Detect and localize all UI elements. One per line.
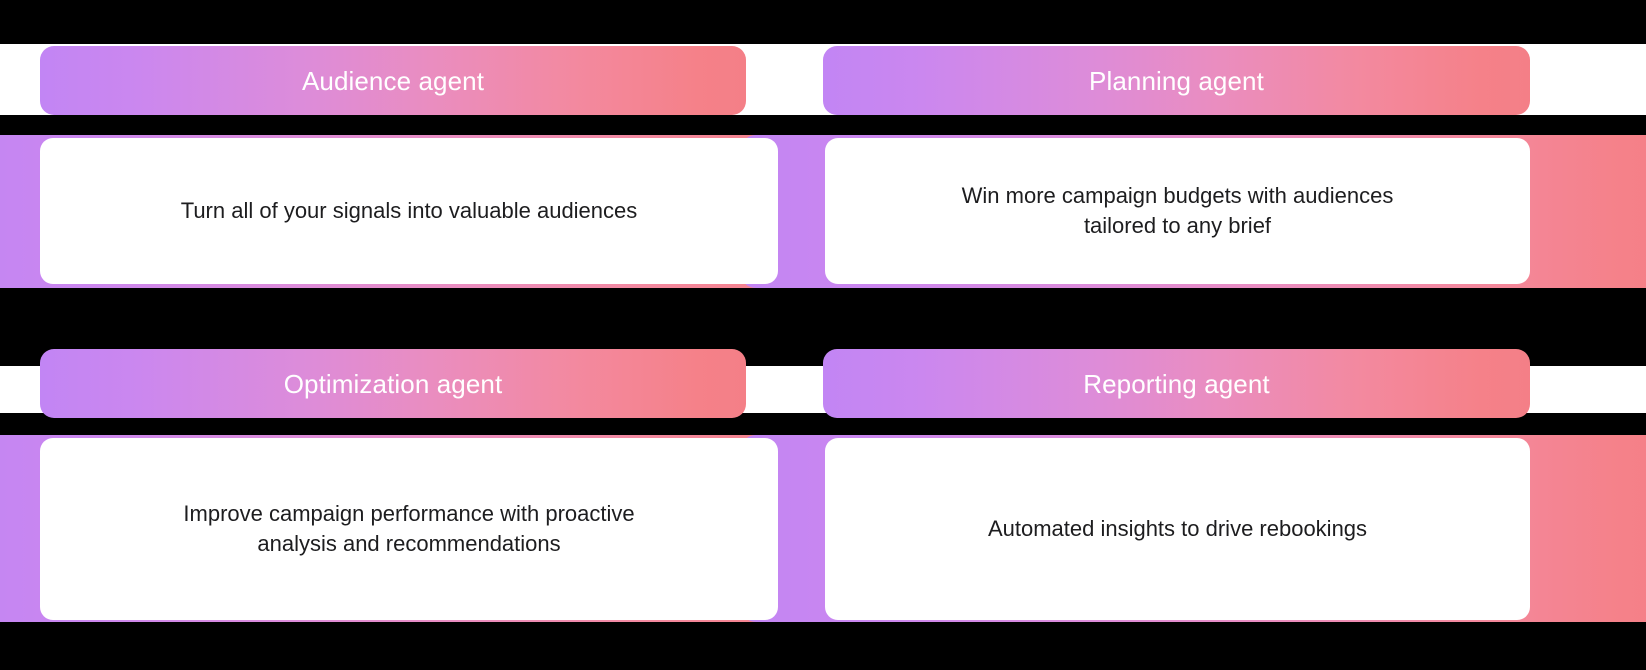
agent-description-reporting: Automated insights to drive rebookings xyxy=(987,516,1368,542)
agent-card-planning[interactable]: Win more campaign budgets with audiences… xyxy=(825,138,1530,284)
agent-header-audience[interactable]: Audience agent xyxy=(40,46,746,115)
agent-card-optimization[interactable]: Improve campaign performance with proact… xyxy=(40,438,778,620)
agent-title-optimization: Optimization agent xyxy=(283,368,503,399)
agent-header-planning[interactable]: Planning agent xyxy=(823,46,1530,115)
agent-description-optimization: Improve campaign performance with proact… xyxy=(183,501,635,556)
agent-card-reporting[interactable]: Automated insights to drive rebookings xyxy=(825,438,1530,620)
agent-description-audience: Turn all of your signals into valuable a… xyxy=(180,198,638,224)
agent-title-reporting: Reporting agent xyxy=(1083,368,1270,399)
agent-header-reporting[interactable]: Reporting agent xyxy=(823,349,1530,418)
agent-card-audience[interactable]: Turn all of your signals into valuable a… xyxy=(40,138,778,284)
agent-description-planning: Win more campaign budgets with audiences… xyxy=(961,183,1394,238)
agent-header-optimization[interactable]: Optimization agent xyxy=(40,349,746,418)
agent-title-audience: Audience agent xyxy=(301,65,485,96)
agent-title-planning: Planning agent xyxy=(1089,65,1264,96)
